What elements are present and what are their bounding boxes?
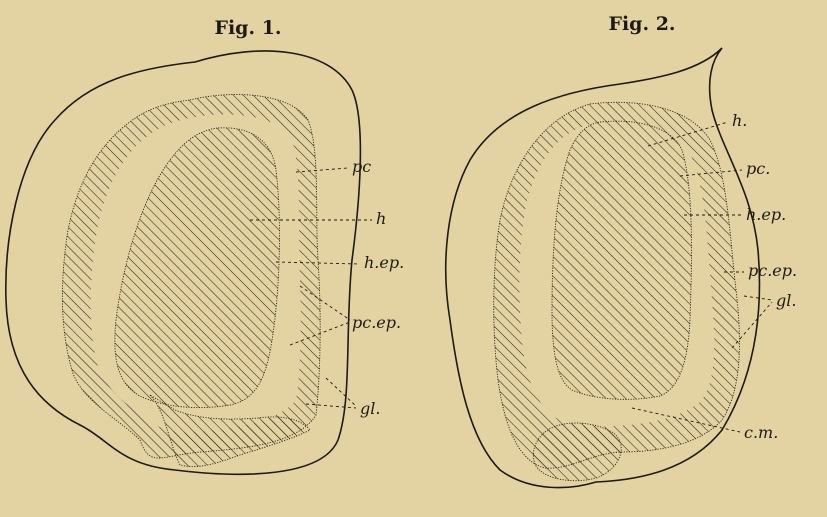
figure-1: Fig. 1. pc h h.ep. pc.ep. gl. (6, 17, 404, 474)
fig-2-leader-gl-a (744, 296, 772, 300)
fig-2-basal-mass (533, 423, 621, 481)
fig-1-label-gl: gl. (360, 399, 380, 418)
fig-1-leader-gl-a (326, 378, 356, 406)
fig-2-label-cm: c.m. (744, 423, 778, 442)
fig-1-label-h: h (376, 209, 386, 228)
fig-2-title: Fig. 2. (608, 13, 675, 35)
fig-1-label-h-ep: h.ep. (364, 253, 404, 272)
fig-2-heart (552, 121, 692, 399)
fig-1-label-pc-ep: pc.ep. (352, 313, 401, 332)
fig-1-label-pc: pc (352, 157, 371, 176)
fig-2-label-h-ep: h.ep. (746, 205, 786, 224)
fig-2-label-h: h. (732, 111, 747, 130)
figure-2: Fig. 2. h. pc. h.ep. pc.ep. gl. c.m. (446, 13, 797, 488)
fig-1-title: Fig. 1. (214, 17, 281, 39)
fig-2-label-gl: gl. (776, 291, 796, 310)
fig-2-label-pc-ep: pc.ep. (748, 261, 797, 280)
fig-2-label-pc: pc. (746, 159, 770, 178)
